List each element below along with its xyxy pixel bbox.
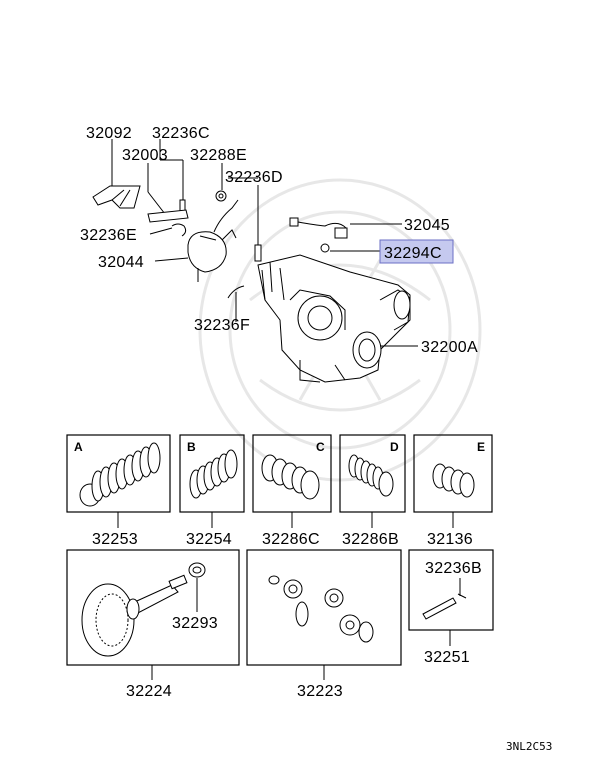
highlight-32294c [379, 239, 454, 264]
part-32200a-carrier[interactable] [257, 254, 411, 383]
part-32286b-shims[interactable] [348, 454, 394, 497]
box-a-letter: A [74, 440, 83, 454]
label-32044[interactable]: 32044 [98, 254, 144, 271]
part-32253-shims[interactable] [79, 442, 161, 507]
part-32224-ring-pinion[interactable] [81, 574, 188, 657]
label-32224[interactable]: 32224 [126, 683, 172, 700]
part-32236e-clip[interactable] [171, 223, 187, 237]
box-32224: 32293 [66, 549, 240, 666]
label-32286b[interactable]: 32286B [342, 531, 399, 548]
part-32254-shims[interactable] [189, 449, 238, 499]
label-32236c[interactable]: 32236C [152, 125, 210, 142]
box-d: D [339, 434, 406, 513]
label-32092[interactable]: 32092 [86, 125, 132, 142]
label-32253[interactable]: 32253 [92, 531, 138, 548]
box-b: B [179, 434, 245, 513]
label-32294c[interactable]: 32294C [384, 245, 442, 262]
diagram-code: 3NL2C53 [506, 740, 552, 753]
part-32294c-seal[interactable] [320, 243, 330, 253]
label-32286c[interactable]: 32286C [262, 531, 320, 548]
label-32003[interactable]: 32003 [122, 147, 168, 164]
part-32003-plate[interactable] [147, 209, 189, 223]
part-32236f-clip[interactable] [227, 285, 245, 299]
part-32092-bracket[interactable] [92, 185, 141, 209]
label-32200a[interactable]: 32200A [421, 339, 478, 356]
box-a: A [66, 434, 171, 513]
box-32223 [246, 549, 402, 666]
box-32251: 32236B [408, 549, 494, 631]
part-32251-shaft[interactable] [422, 597, 457, 620]
part-32045-harness[interactable] [289, 217, 348, 239]
label-32288e[interactable]: 32288E [190, 147, 247, 164]
part-32236b-pin[interactable] [457, 593, 467, 599]
label-32223[interactable]: 32223 [297, 683, 343, 700]
label-32293[interactable]: 32293 [172, 615, 218, 632]
part-32136-shims[interactable] [432, 463, 475, 498]
label-32136[interactable]: 32136 [427, 531, 473, 548]
box-d-letter: D [390, 440, 399, 454]
label-32236b[interactable]: 32236B [425, 560, 482, 577]
part-32293-nut[interactable] [188, 562, 206, 578]
label-32236e[interactable]: 32236E [80, 227, 137, 244]
part-32236d-pin[interactable] [254, 244, 262, 262]
label-32236f[interactable]: 32236F [194, 317, 250, 334]
box-e: E [413, 434, 493, 513]
leader-32236e [149, 227, 173, 235]
part-32044-sensor[interactable] [187, 199, 239, 282]
label-32236d[interactable]: 32236D [225, 169, 283, 186]
leader-32003-b [147, 191, 166, 215]
part-32288e-nut[interactable] [215, 190, 227, 202]
label-32251[interactable]: 32251 [424, 649, 470, 666]
part-32223-gear-set[interactable] [268, 575, 374, 643]
box-b-letter: B [187, 440, 196, 454]
box-c: C [252, 434, 332, 513]
part-32286c-shims[interactable] [261, 454, 320, 500]
label-32254[interactable]: 32254 [186, 531, 232, 548]
leader-32044 [154, 257, 189, 262]
box-e-letter: E [477, 440, 485, 454]
label-32045[interactable]: 32045 [404, 217, 450, 234]
box-c-letter: C [316, 440, 325, 454]
